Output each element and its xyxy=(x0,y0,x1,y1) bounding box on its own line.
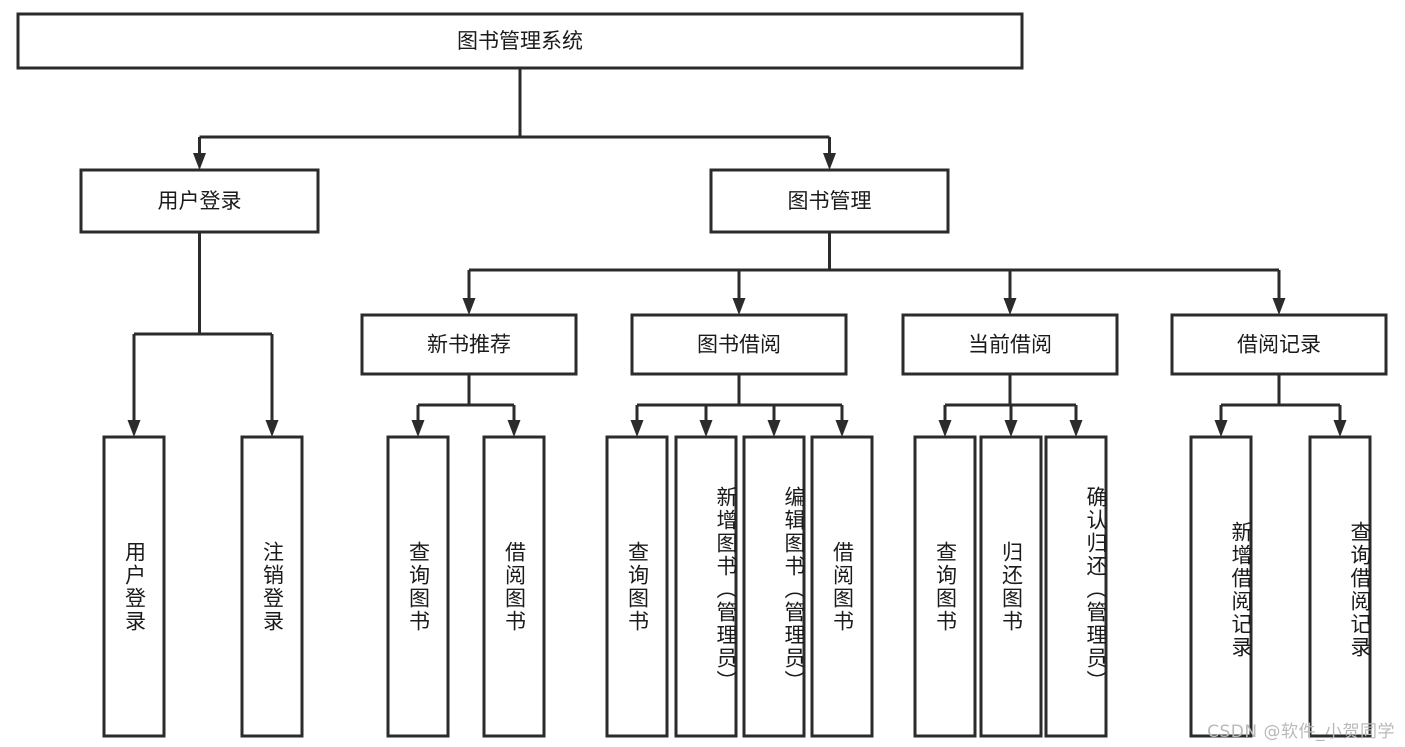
arrow-icon-bb-add-book xyxy=(699,420,713,437)
node-box-br-query-record[interactable] xyxy=(1308,435,1372,738)
node-book-borrow[interactable] xyxy=(630,313,848,376)
node-bb-add-book[interactable] xyxy=(674,435,738,738)
arrow-icon-cb-query-book xyxy=(938,420,952,437)
node-new-book-recommend[interactable] xyxy=(360,313,578,376)
node-user-logout[interactable] xyxy=(240,435,304,738)
arrow-icon-bb-edit-book xyxy=(767,420,781,437)
node-label-user-logout: 注销登录 xyxy=(260,540,285,633)
node-label-br-query-record: 查询借阅记录 xyxy=(1348,520,1370,659)
arrow-icon-cb-return-book xyxy=(1004,420,1018,437)
node-box-user-logout[interactable] xyxy=(240,435,304,738)
arrow-icon-current-borrow xyxy=(1003,298,1017,315)
node-box-root[interactable] xyxy=(16,12,1024,70)
node-book-manage[interactable] xyxy=(709,168,950,234)
node-bb-query-book[interactable]: 查询图书 xyxy=(607,437,667,736)
node-nbr-query-book[interactable]: 查询图书 xyxy=(388,437,448,736)
node-cb-query-book[interactable]: 查询图书 xyxy=(915,437,975,736)
node-box-book-manage[interactable] xyxy=(709,168,950,234)
node-box-cb-return-book[interactable] xyxy=(979,435,1043,738)
node-label-current-borrow: 当前借阅 xyxy=(968,333,1052,357)
arrow-icon-borrow-record xyxy=(1272,298,1286,315)
node-nbr-query-book[interactable] xyxy=(386,435,450,738)
node-label-cb-confirm-return: 确认归还（管理员） xyxy=(1084,486,1106,693)
node-box-new-book-recommend[interactable] xyxy=(360,313,578,376)
node-label-bb-add-book: 新增图书（管理员） xyxy=(714,486,736,693)
node-label-bb-query-book: 查询图书 xyxy=(625,540,650,633)
arrow-icon-book-manage xyxy=(823,153,836,170)
node-box-cb-confirm-return[interactable] xyxy=(1044,435,1108,738)
node-cb-query-book[interactable] xyxy=(913,435,977,738)
arrow-icon-bb-borrow-book xyxy=(835,420,849,437)
node-box-br-add-record[interactable] xyxy=(1189,435,1253,738)
node-bb-edit-book[interactable]: 编辑图书（管理员） xyxy=(744,437,804,736)
node-label-user-login-do: 用户登录 xyxy=(122,540,147,633)
node-box-bb-edit-book[interactable] xyxy=(742,435,806,738)
arrow-icon-br-add-record xyxy=(1214,420,1228,437)
arrow-icon-user-logout xyxy=(265,420,279,437)
node-label-book-borrow: 图书借阅 xyxy=(697,333,781,357)
node-label-user-login: 用户登录 xyxy=(158,189,242,213)
arrow-icon-nbr-query-book xyxy=(411,420,425,437)
node-label-br-add-record: 新增借阅记录 xyxy=(1229,520,1251,659)
arrow-icon-cb-confirm-return xyxy=(1069,420,1083,437)
arrow-icon-user-login xyxy=(193,153,206,170)
arrow-icon-nbr-borrow-book xyxy=(507,420,521,437)
node-user-login-do[interactable] xyxy=(102,435,166,738)
node-bb-borrow-book[interactable]: 借阅图书 xyxy=(812,437,872,736)
node-label-book-manage: 图书管理 xyxy=(788,189,872,213)
node-bb-edit-book[interactable] xyxy=(742,435,806,738)
node-box-bb-query-book[interactable] xyxy=(605,435,669,738)
node-box-book-borrow[interactable] xyxy=(630,313,848,376)
node-box-user-login-do[interactable] xyxy=(102,435,166,738)
node-br-query-record[interactable]: 查询借阅记录 xyxy=(1310,437,1370,736)
node-user-login-do[interactable]: 用户登录 xyxy=(104,437,164,736)
node-root[interactable] xyxy=(16,12,1024,70)
node-label-root: 图书管理系统 xyxy=(457,29,583,53)
node-current-borrow[interactable] xyxy=(901,313,1119,376)
node-box-nbr-query-book[interactable] xyxy=(386,435,450,738)
node-bb-add-book[interactable]: 新增图书（管理员） xyxy=(676,437,736,736)
node-box-bb-borrow-book[interactable] xyxy=(810,435,874,738)
node-cb-confirm-return[interactable] xyxy=(1044,435,1108,738)
node-label-nbr-query-book: 查询图书 xyxy=(406,540,431,633)
node-bb-borrow-book[interactable] xyxy=(810,435,874,738)
node-label-nbr-borrow-book: 借阅图书 xyxy=(502,540,527,633)
node-label-cb-return-book: 归还图书 xyxy=(999,540,1024,633)
arrow-icon-new-book-recommend xyxy=(462,298,476,315)
node-label-borrow-record: 借阅记录 xyxy=(1237,333,1321,357)
node-label-bb-borrow-book: 借阅图书 xyxy=(830,540,855,633)
node-cb-return-book[interactable] xyxy=(979,435,1043,738)
arrow-icon-book-borrow xyxy=(732,298,746,315)
node-cb-confirm-return[interactable]: 确认归还（管理员） xyxy=(1046,437,1106,736)
node-label-bb-edit-book: 编辑图书（管理员） xyxy=(782,486,804,693)
node-box-cb-query-book[interactable] xyxy=(913,435,977,738)
node-box-current-borrow[interactable] xyxy=(901,313,1119,376)
node-label-cb-query-book: 查询图书 xyxy=(933,540,958,633)
node-br-query-record[interactable] xyxy=(1308,435,1372,738)
node-label-new-book-recommend: 新书推荐 xyxy=(427,333,511,357)
arrow-icon-br-query-record xyxy=(1333,420,1347,437)
node-user-logout[interactable]: 注销登录 xyxy=(242,437,302,736)
node-nbr-borrow-book[interactable] xyxy=(482,435,546,738)
node-box-bb-add-book[interactable] xyxy=(674,435,738,738)
node-br-add-record[interactable] xyxy=(1189,435,1253,738)
node-cb-return-book[interactable]: 归还图书 xyxy=(981,437,1041,736)
node-br-add-record[interactable]: 新增借阅记录 xyxy=(1191,437,1251,736)
node-nbr-borrow-book[interactable]: 借阅图书 xyxy=(484,437,544,736)
node-bb-query-book[interactable] xyxy=(605,435,669,738)
node-box-nbr-borrow-book[interactable] xyxy=(482,435,546,738)
arrow-icon-user-login-do xyxy=(127,420,141,437)
arrow-icon-bb-query-book xyxy=(630,420,644,437)
